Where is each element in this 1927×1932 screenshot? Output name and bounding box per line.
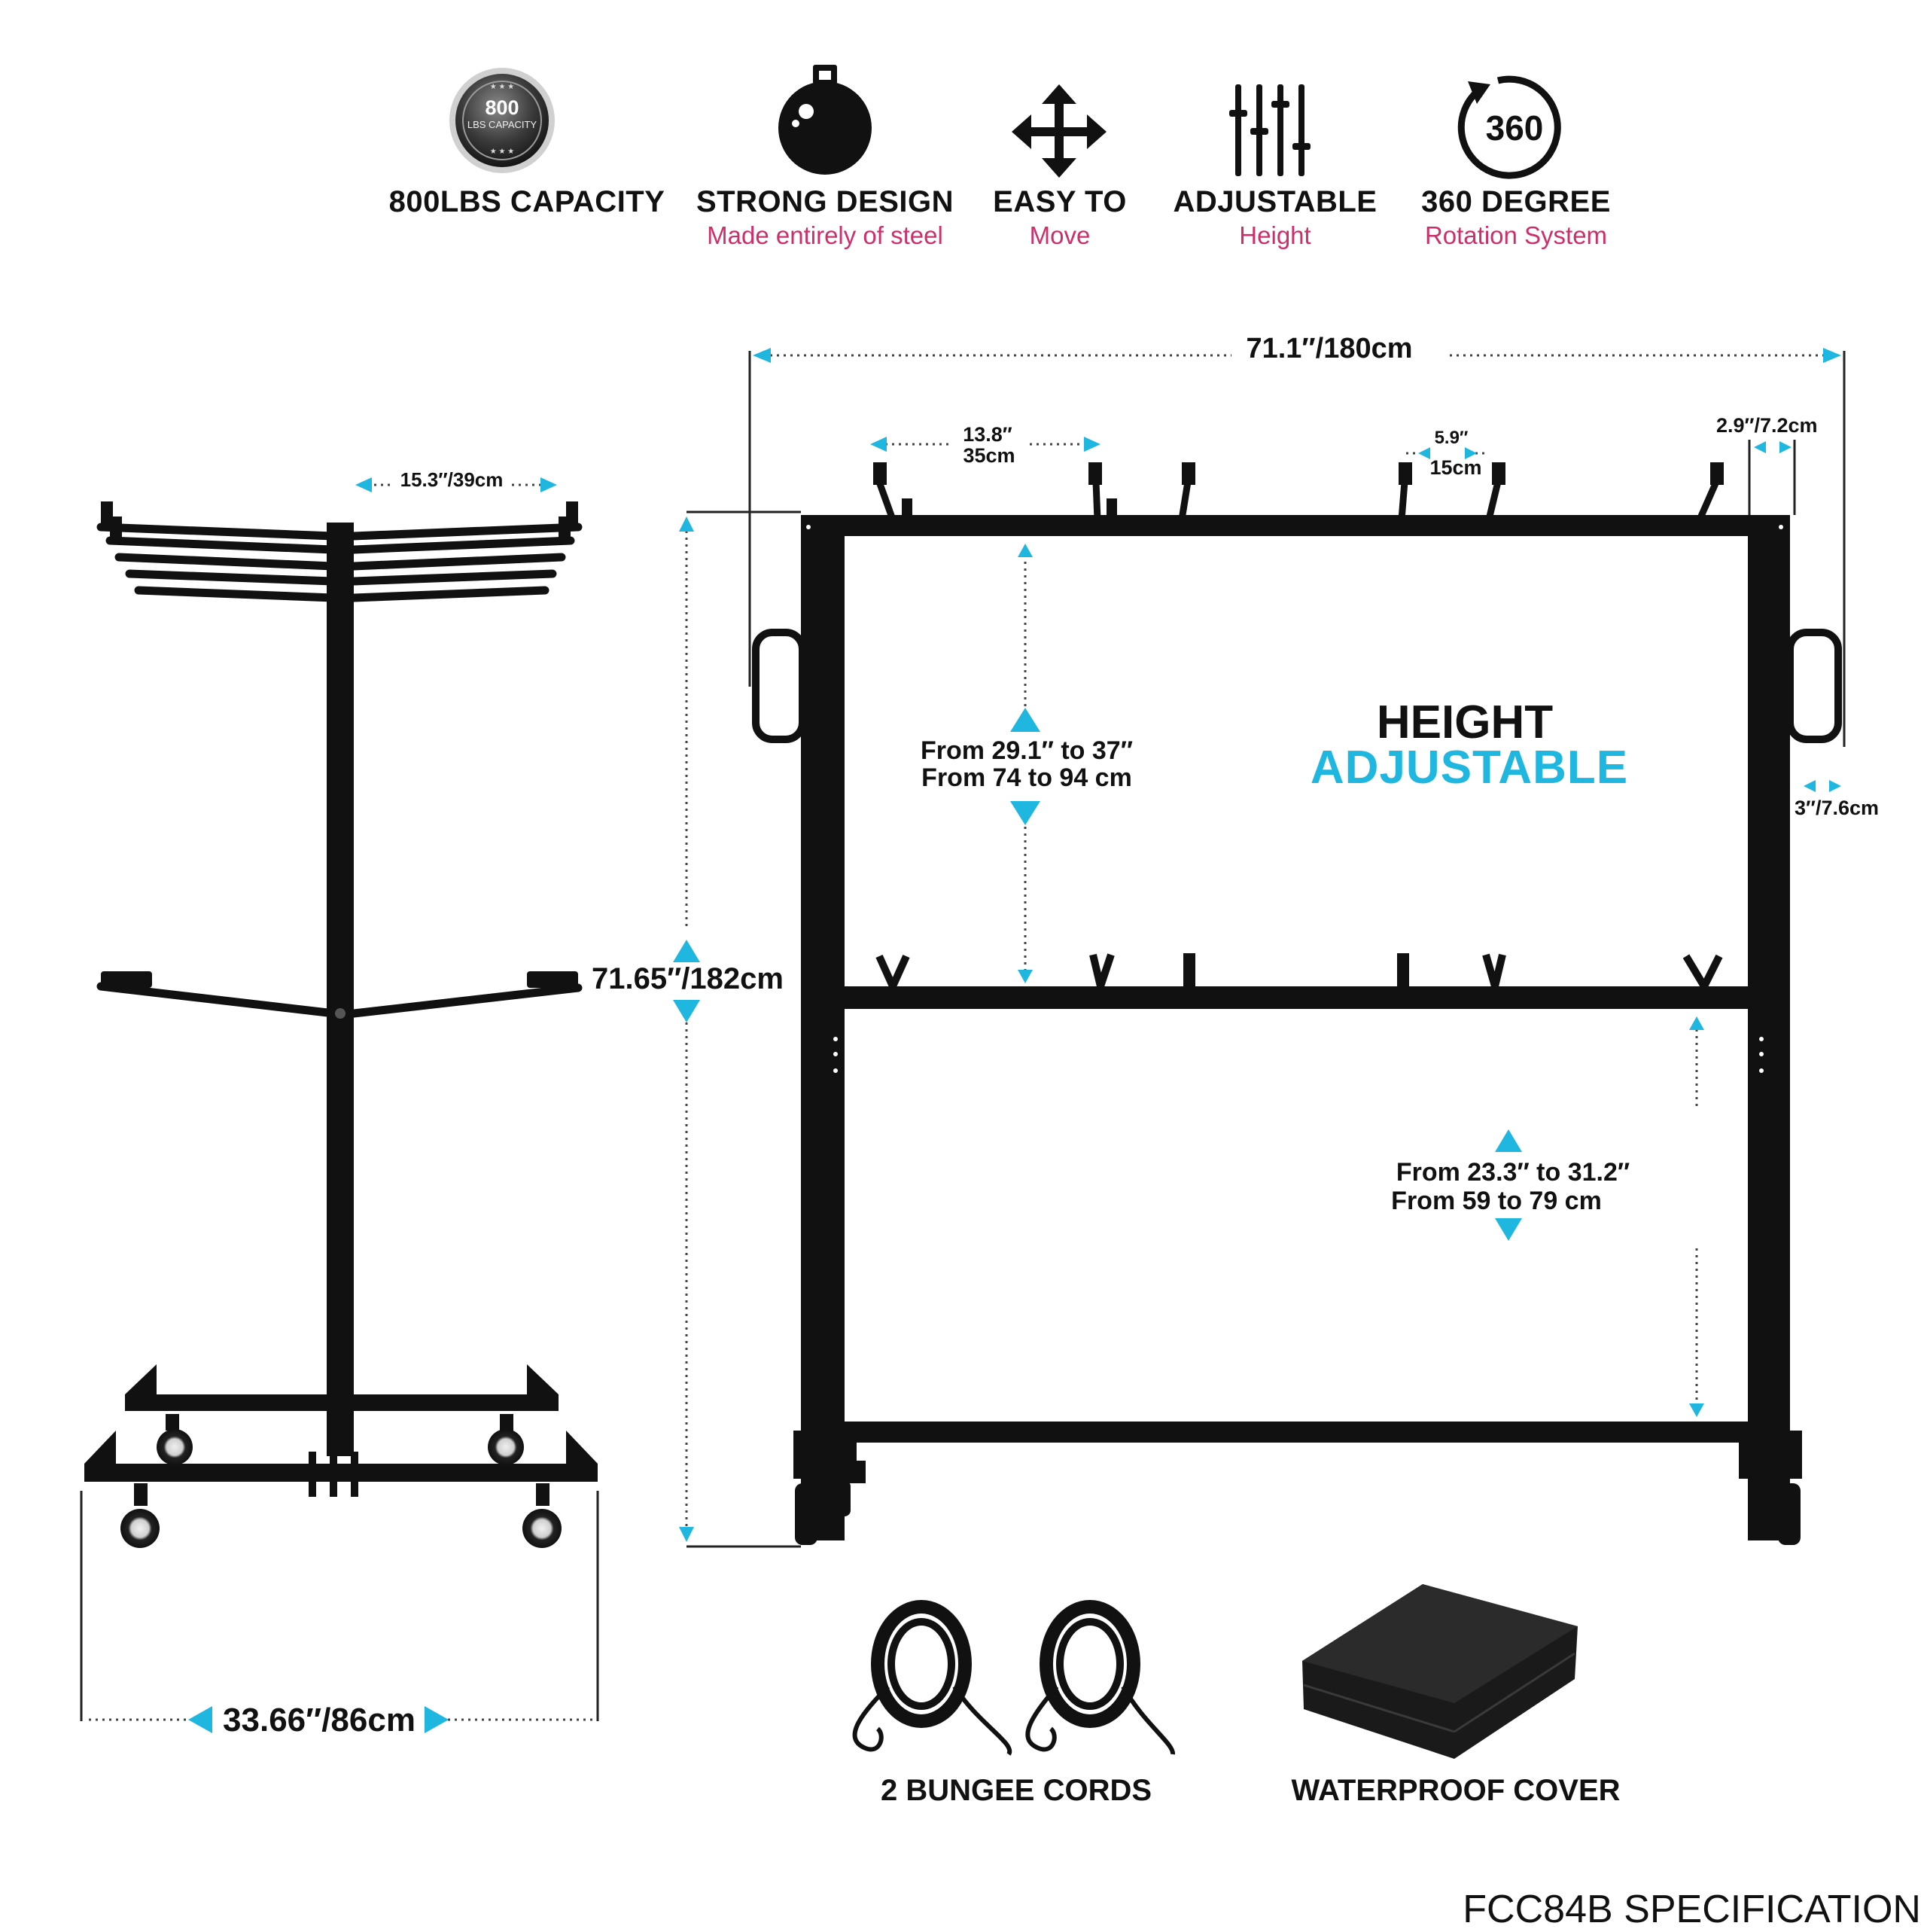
dim-upper-range-in: From 29.1″ to 37″ <box>921 736 1133 765</box>
svg-text:★ ★ ★: ★ ★ ★ <box>490 83 514 91</box>
dim-small-spacing-in: 5.9″ <box>1434 428 1469 448</box>
dim-upper-range-cm: From 74 to 94 cm <box>921 763 1132 792</box>
move-arrows-icon <box>1012 84 1107 178</box>
rotate-number: 360 <box>1486 108 1544 148</box>
dim-lower-range-in: From 23.3″ to 31.2″ <box>1396 1158 1630 1187</box>
dim-hook-spacing-cm: 35cm <box>963 444 1015 467</box>
waterproof-cover-icon <box>1302 1584 1578 1759</box>
accessory-cover-label: WATERPROOF COVER <box>1291 1774 1621 1807</box>
dim-handle-depth: 3″/7.6cm <box>1795 797 1880 819</box>
feature-move-title: EASY TO <box>993 185 1127 218</box>
model-specification-label: FCC84B SPECIFICATION <box>1463 1888 1921 1931</box>
steel-ball-icon <box>778 65 872 175</box>
caster-wheel-icon <box>795 1480 1801 1545</box>
caster-wheel-icon <box>120 1414 562 1548</box>
headline-adjustable: ADJUSTABLE <box>1310 742 1629 794</box>
feature-capacity-title: 800LBS CAPACITY <box>388 185 665 218</box>
feature-rotation-subtitle: Rotation System <box>1424 221 1608 249</box>
accessory-bungee-label: 2 BUNGEE CORDS <box>880 1774 1152 1807</box>
feature-strong-title: STRONG DESIGN <box>696 185 954 218</box>
dim-total-width: 71.1″/180cm <box>1246 333 1413 364</box>
rotate-360-icon: 360 <box>1457 75 1561 179</box>
feature-move-subtitle: Move <box>1029 221 1091 249</box>
top-hooks <box>873 462 1724 521</box>
side-view-rack <box>84 501 598 1548</box>
dim-lower-range-cm: From 59 to 79 cm <box>1391 1187 1602 1215</box>
front-view-rack <box>752 462 1842 1545</box>
adjust-sliders-icon <box>1229 84 1311 176</box>
dim-base-width: 33.66″/86cm <box>223 1702 416 1738</box>
feature-adjustable-title: ADJUSTABLE <box>1173 185 1378 218</box>
bungee-cord-icon <box>852 1600 1175 1756</box>
feature-adjustable-subtitle: Height <box>1239 221 1311 249</box>
dimension-extension-lines <box>80 351 1846 1721</box>
dim-total-height: 71.65″/182cm <box>592 962 784 995</box>
dim-hook-spacing-in: 13.8″ <box>963 423 1012 446</box>
middle-hooks <box>875 953 1723 1001</box>
badge-text: LBS CAPACITY <box>467 119 537 130</box>
feature-strong-subtitle: Made entirely of steel <box>707 221 943 249</box>
badge-number: 800 <box>485 96 519 119</box>
feature-rotation-title: 360 DEGREE <box>1421 185 1611 218</box>
dim-top-width: 15.3″/39cm <box>400 468 504 491</box>
dim-end-offset: 2.9″/7.2cm <box>1716 414 1818 437</box>
headline-height: HEIGHT <box>1376 696 1554 748</box>
dim-small-spacing-cm: 15cm <box>1429 456 1482 479</box>
dimension-lines <box>89 354 1834 1721</box>
capacity-badge-icon: 800 LBS CAPACITY ★ ★ ★ ★ ★ ★ <box>449 68 555 173</box>
svg-text:★ ★ ★: ★ ★ ★ <box>490 148 514 156</box>
dimension-arrows <box>188 348 1841 1733</box>
